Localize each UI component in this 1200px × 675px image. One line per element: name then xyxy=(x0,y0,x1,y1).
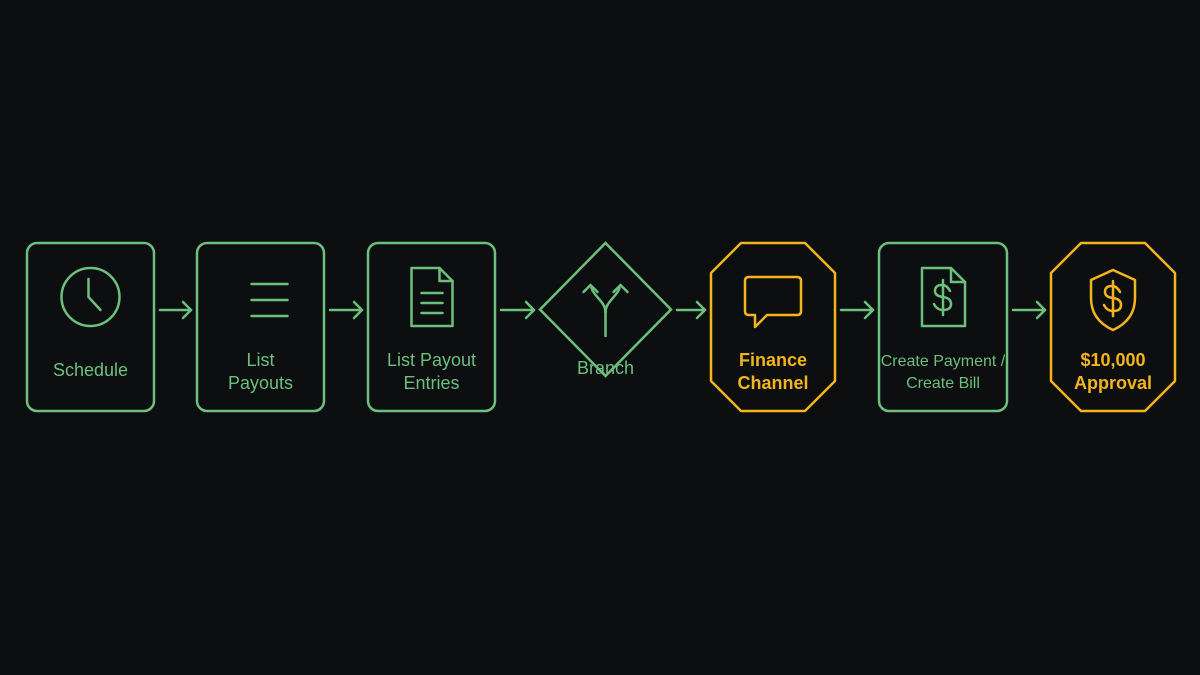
finance-channel-shape xyxy=(709,241,837,413)
node-label-list-payouts: List xyxy=(246,350,274,370)
node-branch[interactable]: Branch xyxy=(538,241,673,378)
node-label-branch: Branch xyxy=(577,358,634,378)
node-label-approval: Approval xyxy=(1074,373,1152,393)
branch-shape xyxy=(538,241,673,378)
edge-arrow-branch-to-finance-channel xyxy=(675,300,707,320)
branch-icon xyxy=(582,283,629,338)
node-label-schedule: Schedule xyxy=(53,360,128,380)
edges-layer xyxy=(158,300,1047,320)
node-create-payment[interactable]: Create Payment / Create Bill xyxy=(877,241,1009,413)
node-label-create-payment: Create Bill xyxy=(906,375,980,392)
dollar-document-icon xyxy=(920,266,967,328)
edge-arrow-create-payment-to-approval xyxy=(1011,300,1047,320)
node-label-finance-channel: Channel xyxy=(737,373,808,393)
clock-icon xyxy=(60,266,121,328)
node-label-list-payout-entries: Entries xyxy=(403,373,459,393)
node-label-finance-channel: Finance xyxy=(739,350,807,370)
node-label-list-payout-entries: List Payout xyxy=(387,350,476,370)
list-icon xyxy=(250,282,289,318)
edge-arrow-list-payout-entries-to-branch xyxy=(499,300,536,320)
node-label-list-payouts: Payouts xyxy=(228,373,293,393)
edge-arrow-list-payouts-to-list-payout-entries xyxy=(328,300,364,320)
approval-shape xyxy=(1049,241,1177,413)
edge-arrow-schedule-to-list-payouts xyxy=(158,300,193,320)
list-payout-entries-shape xyxy=(366,241,497,413)
list-payouts-shape xyxy=(195,241,326,413)
node-schedule[interactable]: Schedule xyxy=(25,241,156,413)
dollar-shield-icon xyxy=(1089,268,1137,332)
create-payment-shape xyxy=(877,241,1009,413)
edge-arrow-finance-channel-to-create-payment xyxy=(839,300,875,320)
document-icon xyxy=(410,266,454,328)
node-label-approval: $10,000 xyxy=(1080,350,1145,370)
schedule-shape xyxy=(25,241,156,413)
node-label-create-payment: Create Payment / xyxy=(881,353,1006,370)
chat-icon xyxy=(743,275,803,329)
